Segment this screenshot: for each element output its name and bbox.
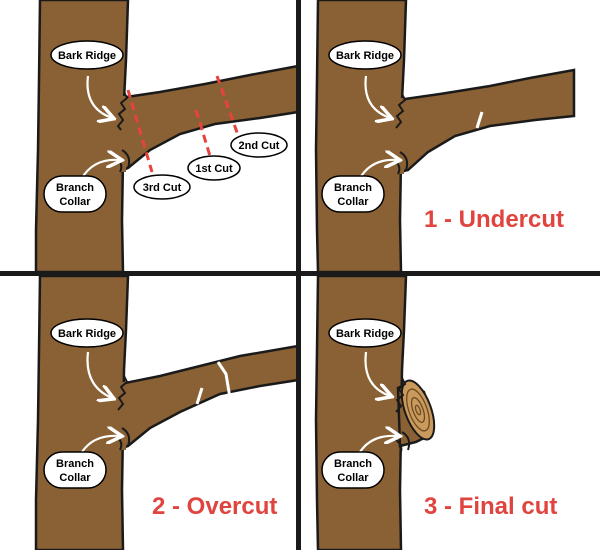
svg-text:Branch: Branch [334, 182, 372, 194]
second-cut-label: 2nd Cut [230, 132, 288, 158]
bark-ridge-arrow [86, 75, 113, 118]
branch-collar-label: Branch Collar [43, 451, 107, 489]
bark-ridge-mark [395, 93, 407, 129]
step-title-undercut: 1 - Undercut [424, 206, 564, 233]
svg-text:Collar: Collar [59, 196, 91, 208]
panel-undercut: Bark Ridge Branch Collar 1 - Undercut [314, 0, 576, 274]
cut-face-rings [400, 379, 436, 441]
branch-collar-arrow [359, 436, 398, 453]
svg-text:Branch: Branch [56, 182, 94, 194]
horizontal-divider [0, 271, 600, 276]
second-cut-line [215, 75, 241, 139]
bark-ridge-arrow [364, 351, 391, 396]
bark-ridge-arrow [86, 351, 113, 398]
panel-final-cut: Bark Ridge Branch Collar 3 - Final cut [314, 274, 557, 550]
branch-collar-label: Branch Collar [321, 175, 385, 213]
svg-text:2nd Cut: 2nd Cut [239, 140, 280, 152]
svg-text:Collar: Collar [337, 472, 369, 484]
bark-ridge-mark [395, 377, 407, 413]
trunk-fill-cover [380, 98, 404, 174]
svg-text:Collar: Collar [337, 196, 369, 208]
bark-ridge-mark [117, 375, 129, 411]
bark-ridge-arrow [364, 75, 391, 118]
first-cut-label: 1st Cut [187, 155, 241, 181]
branch-collar-label: Branch Collar [321, 451, 385, 489]
third-cut-label: 3rd Cut [133, 174, 191, 200]
step-title-final-cut: 3 - Final cut [424, 493, 557, 520]
svg-text:Bark Ridge: Bark Ridge [336, 50, 394, 62]
tree-trunk [314, 274, 408, 550]
undercut-notch [475, 111, 484, 129]
first-cut-line [194, 109, 212, 157]
svg-text:Collar: Collar [59, 472, 91, 484]
bark-ridge-label: Bark Ridge [328, 318, 402, 348]
third-cut-line [126, 89, 154, 173]
step-title-overcut: 2 - Overcut [152, 493, 277, 520]
branch [396, 68, 576, 174]
branch-collar-label: Branch Collar [43, 175, 107, 213]
svg-text:1st Cut: 1st Cut [195, 163, 233, 175]
branch-collar-arrow [81, 160, 120, 179]
branch-collar-arrow [81, 436, 120, 453]
svg-text:Bark Ridge: Bark Ridge [336, 328, 394, 340]
svg-text:Branch: Branch [56, 458, 94, 470]
branch [118, 344, 300, 450]
overcut-crack [216, 361, 232, 399]
svg-text:3rd Cut: 3rd Cut [143, 182, 182, 194]
svg-text:Bark Ridge: Bark Ridge [58, 328, 116, 340]
trunk-fill-cover [100, 382, 126, 450]
bark-ridge-label: Bark Ridge [328, 40, 402, 70]
svg-text:Bark Ridge: Bark Ridge [58, 50, 116, 62]
branch-collar-arrow [359, 160, 398, 179]
panel-cut-locations: Bark Ridge Branch Collar 3rd Cut 1st Cut… [34, 0, 300, 274]
bark-ridge-mark [116, 91, 129, 131]
panel-overcut: Bark Ridge Branch Collar 2 - Overcut [34, 274, 300, 550]
bark-ridge-label: Bark Ridge [50, 40, 124, 70]
svg-text:Branch: Branch [334, 458, 372, 470]
bark-ridge-label: Bark Ridge [50, 318, 124, 348]
undercut-notch [195, 387, 204, 405]
